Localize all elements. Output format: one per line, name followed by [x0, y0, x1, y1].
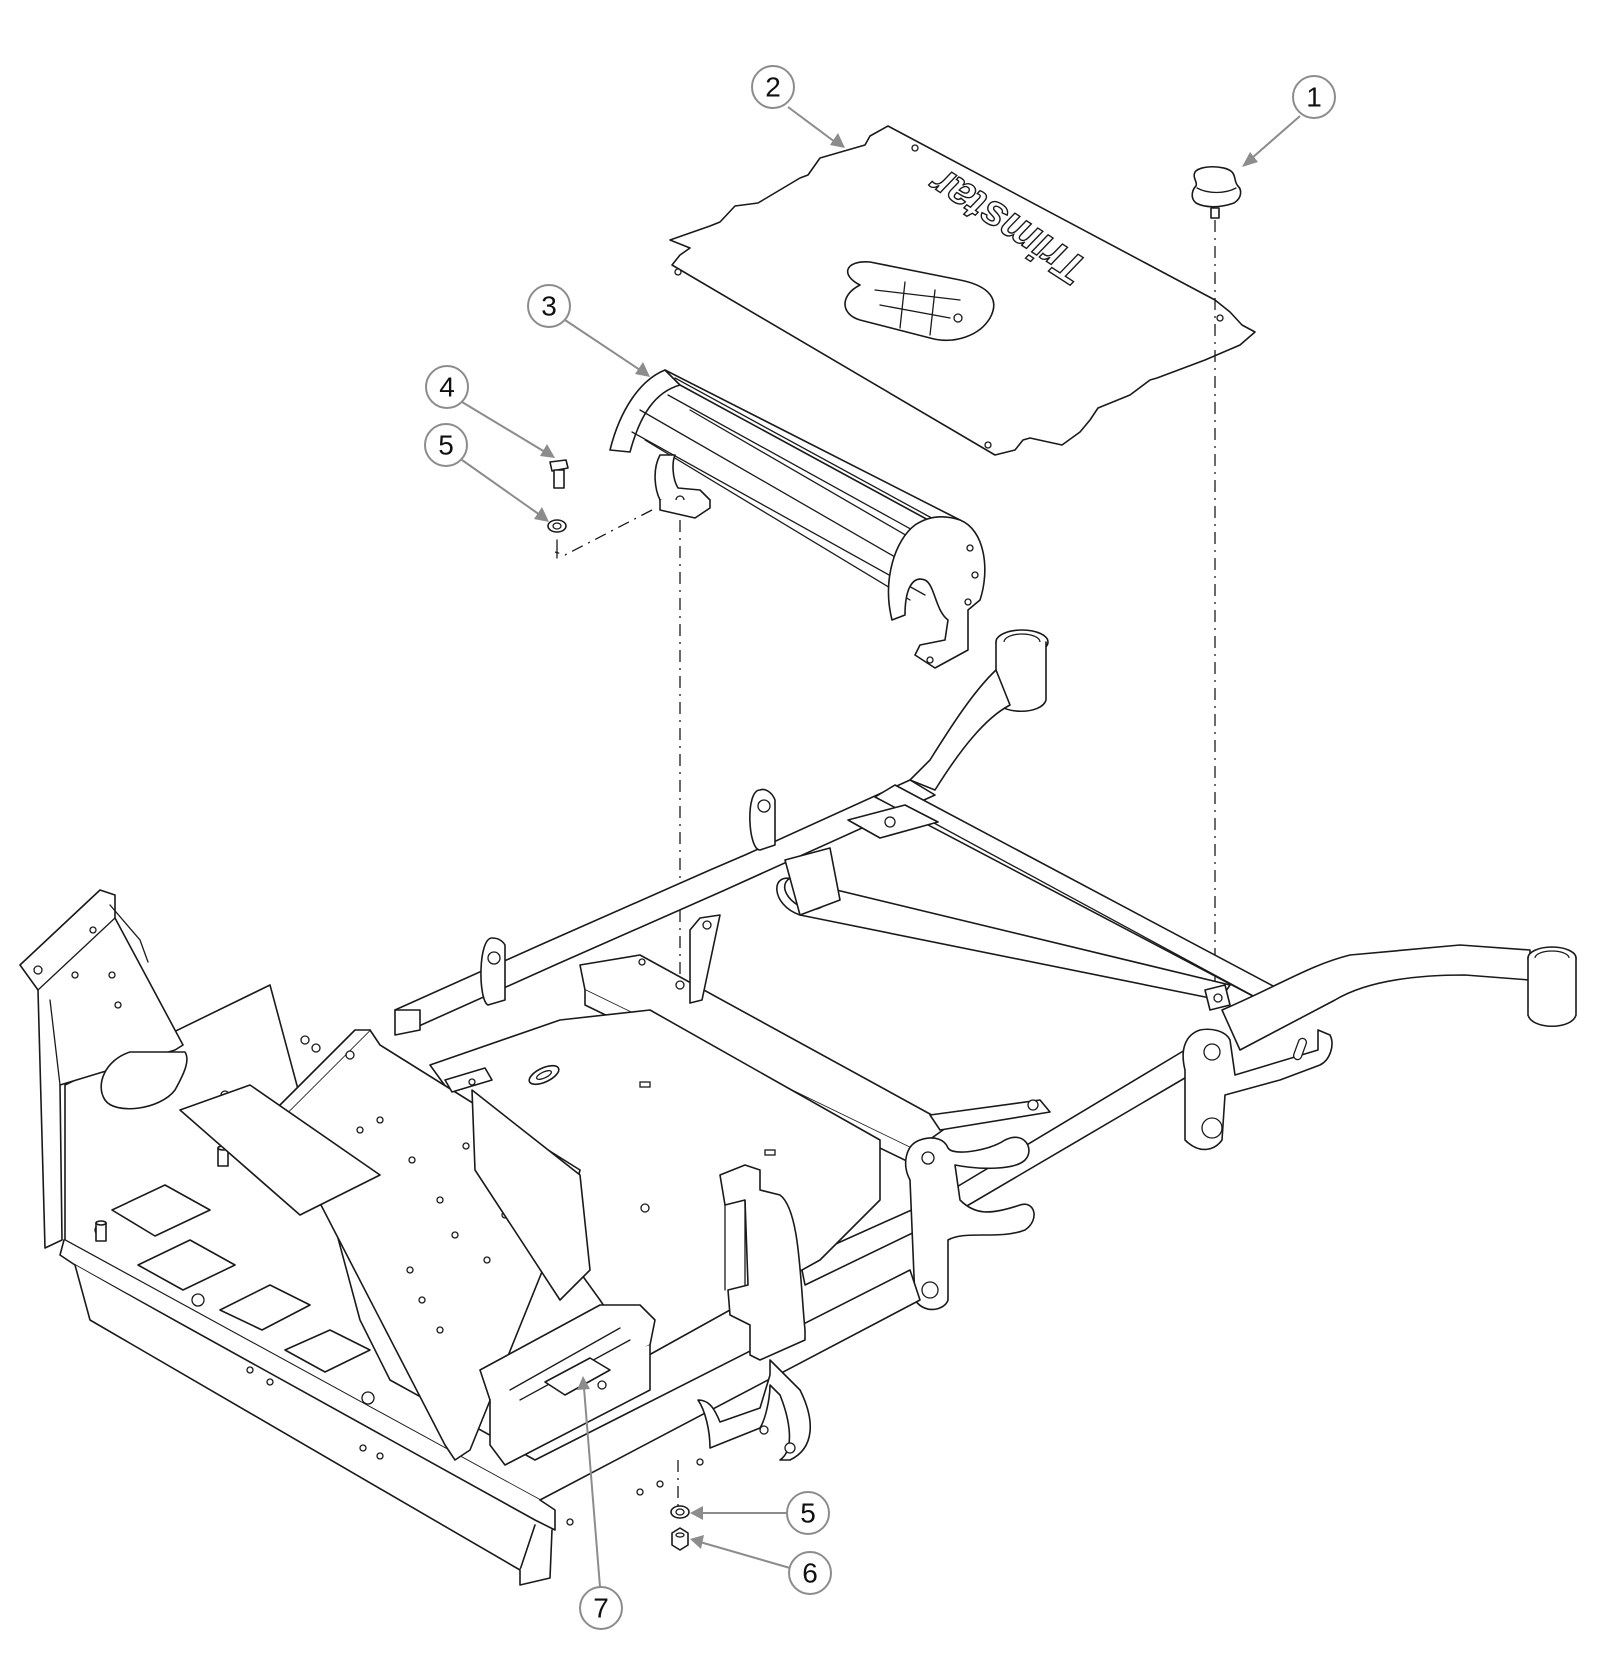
- callout-4-label: 4: [439, 372, 455, 403]
- callout-5-upper-label: 5: [438, 430, 454, 461]
- callout-7: 7: [577, 1376, 623, 1630]
- bolt: [549, 459, 569, 489]
- callout-6-label: 6: [802, 1558, 818, 1589]
- callout-5-lower: 5: [690, 1491, 830, 1535]
- knob: [1191, 165, 1242, 219]
- callout-2-label: 2: [765, 72, 781, 103]
- callout-4: 4: [425, 365, 555, 458]
- washer-upper: [547, 519, 567, 559]
- bolt-alignment-line: [554, 509, 653, 556]
- callout-3: 3: [527, 284, 650, 377]
- cover-plate: Trimstar: [669, 125, 1256, 456]
- callout-6: 6: [690, 1535, 832, 1595]
- washer-lower: [670, 1505, 690, 1519]
- callout-5-upper: 5: [424, 423, 549, 522]
- chassis-body: [19, 889, 921, 1586]
- callout-7-label: 7: [593, 1593, 609, 1624]
- main-frame: [394, 629, 1577, 1311]
- nut: [671, 1527, 689, 1551]
- callout-5-lower-label: 5: [800, 1498, 816, 1529]
- callout-1: 1: [1242, 75, 1336, 167]
- guard-assembly: [609, 369, 986, 669]
- callout-2: 2: [751, 65, 845, 148]
- callout-1-label: 1: [1306, 82, 1322, 113]
- callout-3-label: 3: [541, 291, 557, 322]
- brand-logo: [844, 261, 995, 342]
